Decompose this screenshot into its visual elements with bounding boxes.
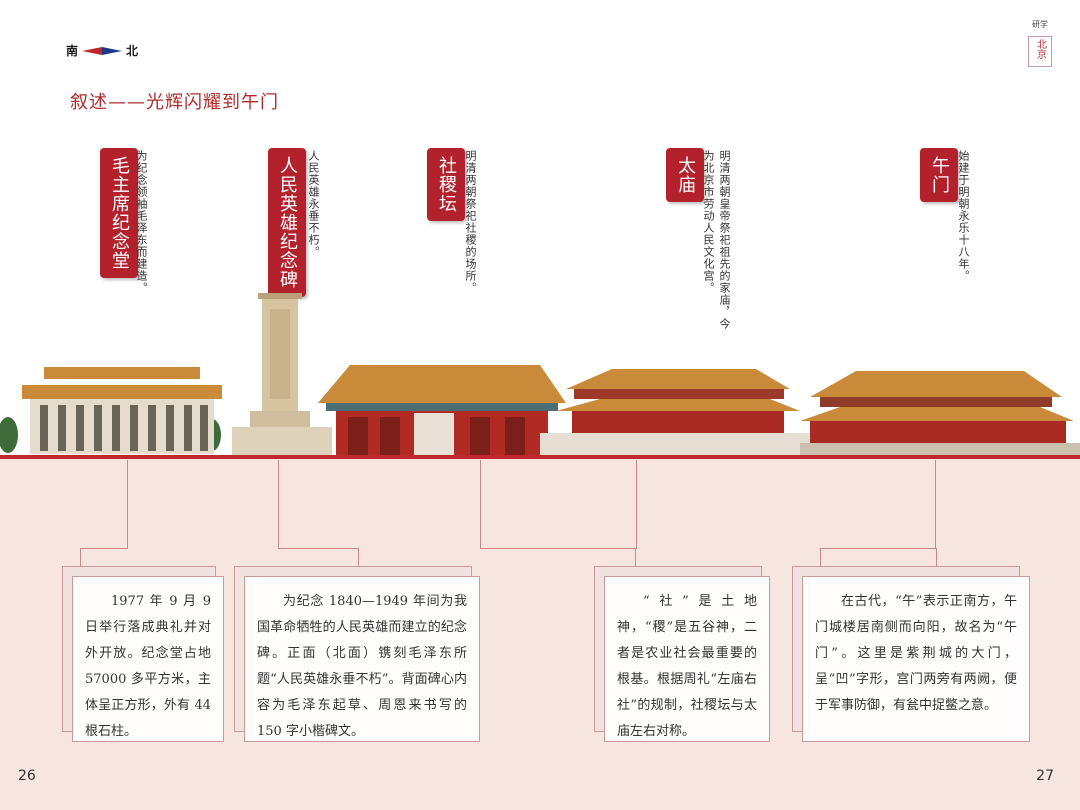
skyline-illustration (0, 293, 1080, 455)
mausoleum-building (22, 367, 222, 454)
corner-city-text: 北京 (1034, 39, 1046, 59)
monument-obelisk (232, 293, 332, 455)
shejitan-hall (318, 365, 566, 455)
info-card-wumen: 在古代，“午”表示正南方，午门城楼居南侧而向阳，故名为“午门”。这里是紫荆城的大… (802, 576, 1030, 742)
landmark-desc-taimiao: 明清两朝皇帝祭祀祖先的家庙，今为北京市劳动人民文化宫。 (702, 150, 731, 330)
compass-south-north: 南 北 (66, 42, 138, 59)
landmark-name-shejitan: 社稷坛 (427, 148, 465, 221)
landmark-desc-monument: 人民英雄永垂不朽。 (307, 150, 320, 258)
divider-red-line (0, 455, 1080, 459)
landmark-name-wumen: 午门 (920, 148, 958, 202)
info-card-shejitan: “社”是土地神，“稷”是五谷神，二者是农业社会最重要的根基。根据周礼“左庙右社”… (604, 576, 770, 742)
connector-line (80, 548, 128, 569)
corner-city: 北京 (1028, 36, 1052, 67)
page-number-right: 27 (1036, 768, 1054, 784)
connector-line (127, 460, 128, 548)
landmark-name-monument: 人民英雄纪念碑 (268, 148, 306, 297)
connector-line (820, 548, 937, 569)
south-label: 南 (66, 44, 79, 58)
wumen-gate (800, 371, 1080, 455)
north-label: 北 (126, 44, 139, 58)
compass-arrow-icon (82, 46, 123, 55)
connector-line (480, 460, 637, 549)
connector-line (278, 548, 359, 569)
landmark-desc-shejitan: 明清两朝祭祀社稷的场所。 (464, 150, 477, 294)
corner-badge: 研学 北京 (1028, 18, 1052, 67)
corner-tag: 研学 (1032, 20, 1048, 29)
landmark-desc-wumen: 始建于明朝永乐十八年。 (957, 150, 970, 282)
connector-line (635, 548, 636, 568)
landmark-desc-mausoleum: 为纪念领袖毛泽东而建造。 (135, 150, 148, 294)
taimiao-hall (540, 369, 820, 455)
info-card-mausoleum: 1977 年 9 月 9 日举行落成典礼并对外开放。纪念堂占地 57000 多平… (72, 576, 224, 742)
landmark-name-mausoleum: 毛主席纪念堂 (100, 148, 138, 278)
landmark-name-taimiao: 太庙 (666, 148, 704, 202)
connector-line (278, 460, 279, 548)
section-title: 叙述——光辉闪耀到午门 (70, 92, 279, 113)
page-number-left: 26 (18, 768, 36, 784)
info-card-monument: 为纪念 1840—1949 年间为我国革命牺牲的人民英雄而建立的纪念碑。正面（北… (244, 576, 480, 742)
connector-line (935, 460, 936, 548)
